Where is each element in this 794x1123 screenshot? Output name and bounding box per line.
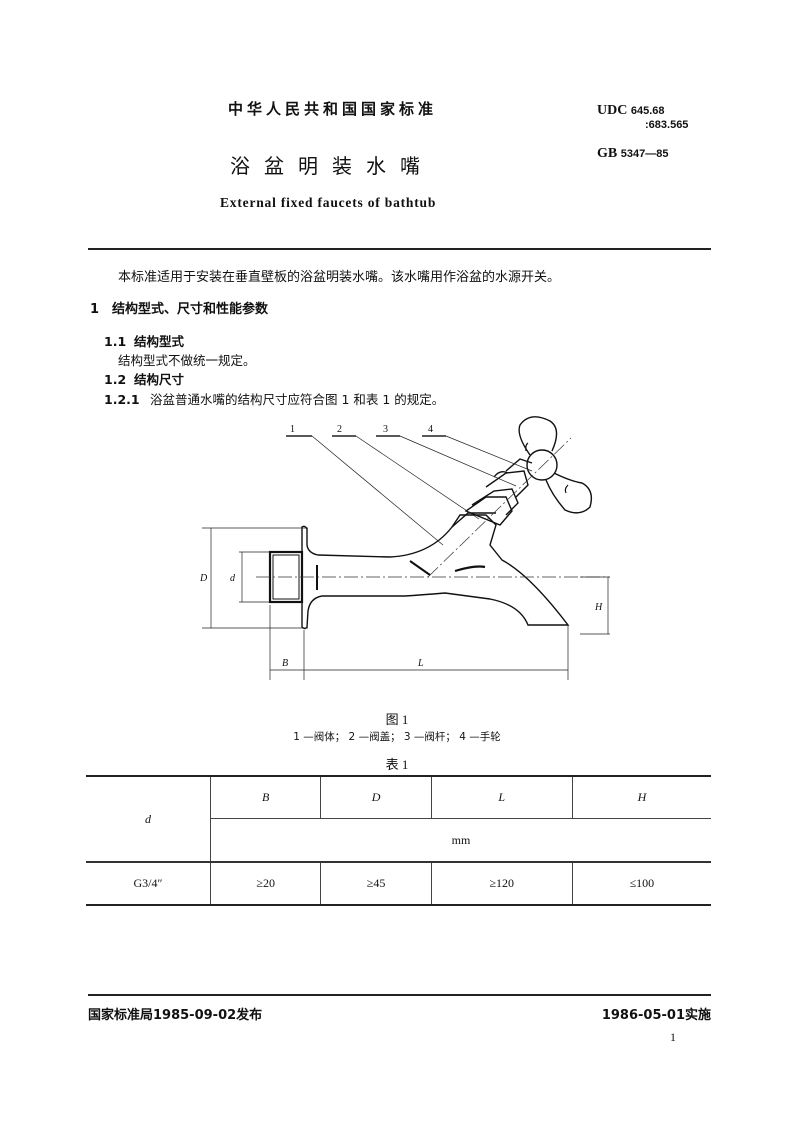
dim-label-D: D (199, 573, 208, 584)
effective-date: 1986-05-01实施 (601, 1008, 711, 1023)
dimensions-table: d B D L H mm G3/4″ ≥20 ≥45 ≥120 ≤100 (86, 775, 711, 906)
section-1-2-1: 1.2.1 浴盆普通水嘴的结构尺寸应符合图 1 和表 1 的规定。 (104, 389, 444, 408)
cell-L: ≥120 (430, 861, 573, 906)
dim-label-L: L (417, 658, 424, 669)
header-d: d (86, 775, 211, 863)
gb-number: GB 5347—85 (597, 146, 668, 162)
callout-3: 3 (383, 424, 388, 435)
dim-label-H: H (594, 602, 603, 613)
section-number: 1 (90, 302, 100, 317)
callout-4: 4 (428, 424, 433, 435)
udc-code-2: :683.565 (645, 119, 689, 131)
section-text: 浴盆普通水嘴的结构尺寸应符合图 1 和表 1 的规定。 (150, 392, 445, 407)
section-title: 结构型式 (134, 334, 185, 349)
section-number: 1.1 (104, 334, 127, 349)
unit-cell: mm (210, 818, 711, 863)
issue-date: 国家标准局1985-09-02发布 (88, 1008, 263, 1023)
cell-H: ≤100 (571, 861, 711, 906)
intro-paragraph: 本标准适用于安装在垂直壁板的浴盆明装水嘴。该水嘴用作浴盆的水源开关。 (118, 270, 561, 285)
table-caption: 表 1 (385, 757, 409, 772)
faucet-technical-drawing: 1 2 3 4 D d H B L (199, 416, 610, 680)
standard-type-heading: 中华人民共和国国家标准 (228, 100, 438, 118)
header-L: L (430, 775, 573, 819)
footer-divider (88, 994, 711, 996)
udc-code-1: 645.68 (630, 105, 665, 117)
table-header-row: d B D L H (86, 775, 711, 863)
figure-caption: 图 1 (385, 712, 409, 727)
cell-d: G3/4″ (86, 861, 211, 906)
table-row: G3/4″ ≥20 ≥45 ≥120 ≤100 (86, 861, 711, 906)
gb-label: GB (597, 146, 618, 161)
callout-1: 1 (290, 424, 295, 435)
header-H: H (571, 775, 711, 819)
section-number: 1.2.1 (104, 392, 140, 407)
gb-code: 5347—85 (620, 148, 669, 160)
section-1-heading: 1 结构型式、尺寸和性能参数 (90, 298, 268, 317)
document-title-cn: 浴盆明装水嘴 (230, 154, 434, 178)
section-title: 结构型式、尺寸和性能参数 (112, 302, 269, 317)
dim-label-B: B (282, 658, 288, 669)
udc-label: UDC (597, 103, 628, 118)
figure-legend: 1 —阀体； 2 —阀盖； 3 —阀杆； 4 —手轮 (293, 731, 501, 743)
section-1-1-heading: 1.1 结构型式 (104, 331, 184, 350)
section-1-2-heading: 1.2 结构尺寸 (104, 369, 184, 388)
dim-label-d: d (230, 573, 236, 584)
section-1-1-text: 结构型式不做统一规定。 (118, 353, 256, 368)
header-B: B (209, 775, 322, 819)
cell-D: ≥45 (320, 861, 432, 906)
callout-2: 2 (337, 424, 342, 435)
section-number: 1.2 (104, 372, 127, 387)
cell-B: ≥20 (209, 861, 322, 906)
page-number: 1 (670, 1030, 676, 1044)
header-divider (88, 248, 711, 250)
udc-code: UDC 645.68 (597, 103, 665, 119)
document-title-en: External fixed faucets of bathtub (220, 195, 437, 210)
section-title: 结构尺寸 (134, 372, 185, 387)
header-D: D (320, 775, 432, 819)
